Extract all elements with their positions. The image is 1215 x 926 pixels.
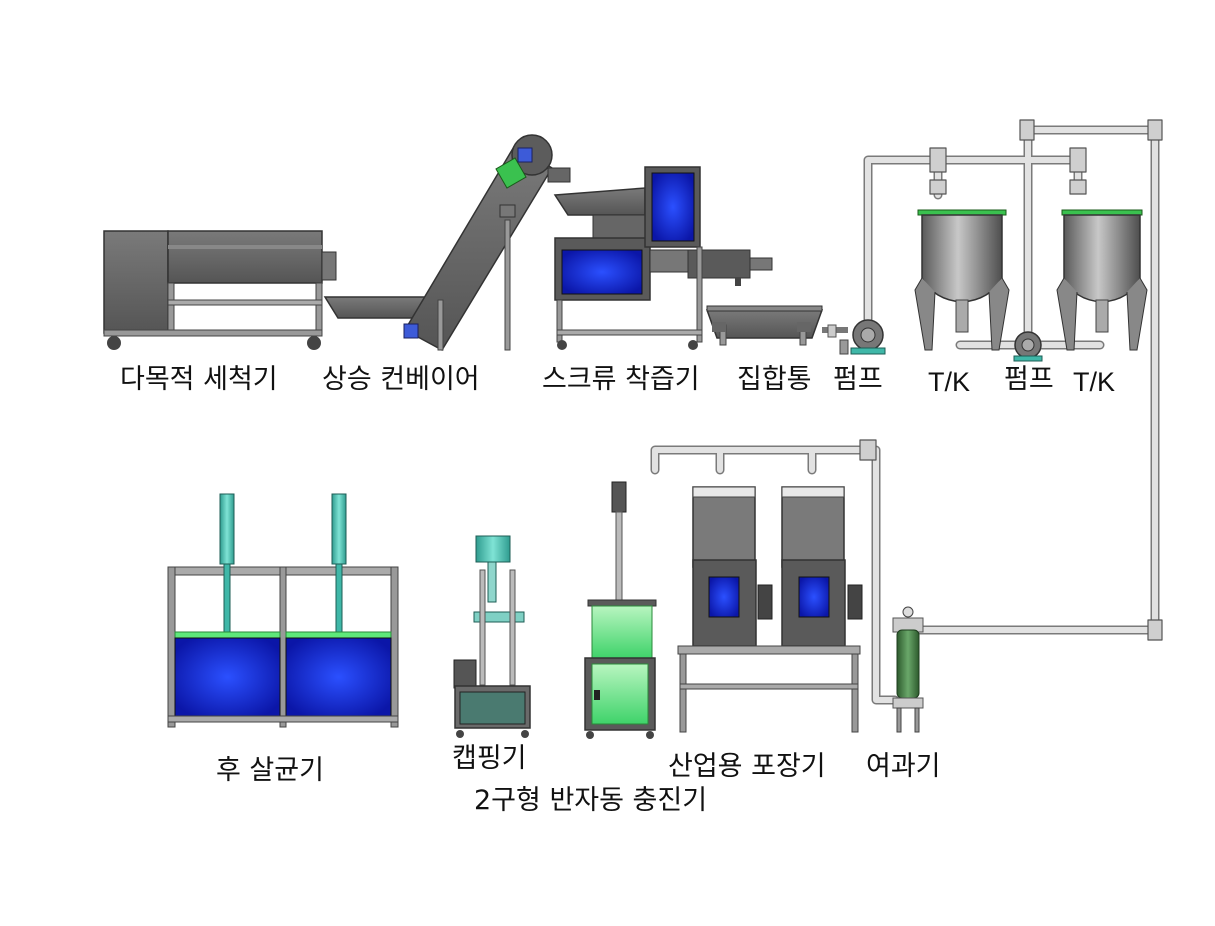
tank-2-machine xyxy=(1056,209,1148,351)
label-screw-press: 스크류 착즙기 xyxy=(542,364,700,395)
label-collection-tank: 집합통 xyxy=(737,364,812,395)
piping xyxy=(650,119,1163,705)
filter-machine xyxy=(892,606,924,733)
label-tank-1: T/K xyxy=(928,367,971,397)
label-conveyor: 상승 컨베이어 xyxy=(322,364,480,395)
label-packer: 산업용 포장기 xyxy=(668,751,826,782)
semi-auto-filler-machine xyxy=(584,481,657,739)
screw-press-machine xyxy=(553,166,773,350)
incline-conveyor xyxy=(323,134,571,351)
label-sterilizer: 후 살균기 xyxy=(216,755,324,786)
label-filler: 2구형 반자동 충진기 xyxy=(474,785,708,816)
label-washer: 다목적 세척기 xyxy=(120,364,278,395)
industrial-packer-machine xyxy=(677,486,863,733)
post-sterilizer-machine xyxy=(167,493,399,728)
washer-machine xyxy=(103,230,337,350)
pump-1-machine xyxy=(822,319,886,355)
label-pump-1: 펌프 xyxy=(833,364,883,395)
collection-tank-machine xyxy=(705,305,824,346)
tank-1-machine xyxy=(914,209,1010,351)
pump-2-machine xyxy=(1013,331,1043,362)
label-filter: 여과기 xyxy=(866,751,941,782)
capping-machine xyxy=(453,535,531,738)
label-tank-2: T/K xyxy=(1073,367,1116,397)
label-capper: 캡핑기 xyxy=(452,743,527,774)
label-pump-2: 펌프 xyxy=(1004,364,1054,395)
